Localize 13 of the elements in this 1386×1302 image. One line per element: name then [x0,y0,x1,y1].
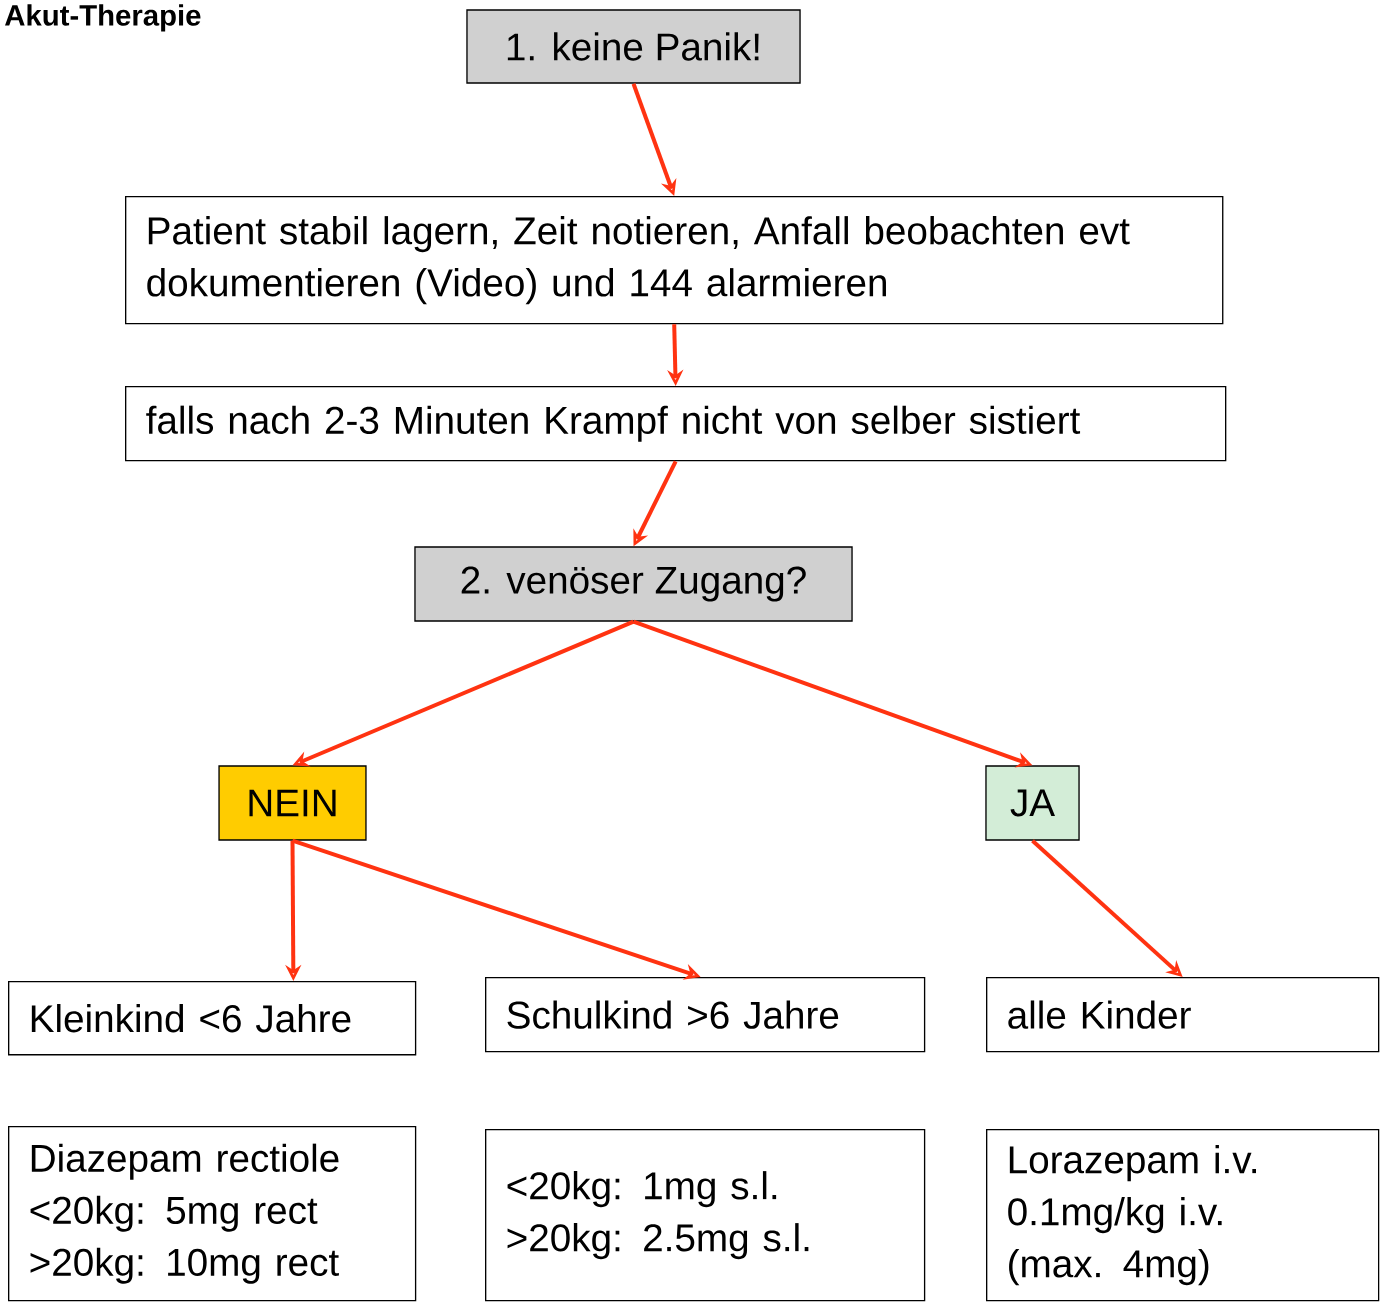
question-box: 2. venöser Zugang? [414,546,853,622]
dosage-box: Lorazepam i.v. 0.1mg/kg i.v. (max. 4mg) [986,1129,1380,1302]
process-box: Patient stabil lagern, Zeit notieren, Anfall beobachten evt dokumentieren (Video) und 144 alarmieren [125,196,1224,325]
answer-box: NEIN [218,765,367,841]
group-box: Schulkind >6 Jahre [485,977,926,1053]
dosage-box: Diazepam rectiole <20kg: 5mg rect >20kg: 10mg rect [8,1126,417,1302]
group-box: Kleinkind <6 Jahre [8,981,417,1056]
process-box: falls nach 2-3 Minuten Krampf nicht von selber sistiert [125,386,1227,462]
dosage-box: <20kg: 1mg s.l. >20kg: 2.5mg s.l. [485,1129,926,1302]
answer-box: JA [985,765,1080,841]
step-box: 1. keine Panik! [466,9,801,84]
group-box: alle Kinder [986,977,1380,1053]
title: Akut-Therapie [5,4,201,32]
